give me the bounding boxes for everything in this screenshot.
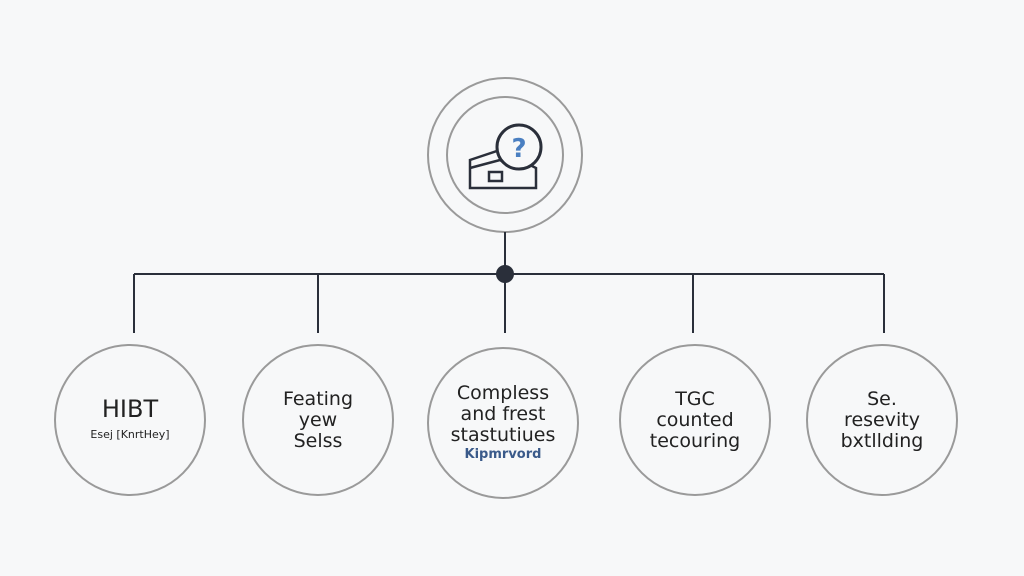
node-subtitle: Esej [KnrtHey] bbox=[90, 428, 170, 441]
node-line: tecouring bbox=[649, 429, 741, 452]
node-3: Compless and frest stastutiues Kipmrvord bbox=[428, 348, 578, 498]
node-line: stastutiues bbox=[450, 423, 556, 446]
node-line: resevity bbox=[844, 408, 920, 431]
node-keyword: Kipmrvord bbox=[464, 446, 542, 462]
node-line: Selss bbox=[293, 429, 343, 452]
node-hibt: HIBT Esej [KnrtHey] bbox=[55, 345, 205, 495]
node-2: Feating yew Selss bbox=[243, 345, 393, 495]
node-line: Se. bbox=[867, 387, 897, 410]
node-5: Se. resevity bxtllding bbox=[807, 345, 957, 495]
node-line: bxtllding bbox=[840, 429, 924, 452]
junction-dot bbox=[496, 265, 514, 283]
node-line: Feating bbox=[282, 387, 354, 410]
node-line: and frest bbox=[460, 402, 546, 425]
node-line: counted bbox=[656, 408, 734, 431]
node-line: Compless bbox=[456, 381, 550, 404]
root-inner-ring bbox=[446, 96, 564, 214]
svg-text:?: ? bbox=[511, 134, 526, 164]
node-4: TGC counted tecouring bbox=[620, 345, 770, 495]
node-line: TGC bbox=[675, 387, 715, 410]
search-question-box-icon: ? bbox=[468, 123, 543, 190]
node-title: HIBT bbox=[101, 395, 159, 423]
node-line: yew bbox=[298, 408, 338, 431]
